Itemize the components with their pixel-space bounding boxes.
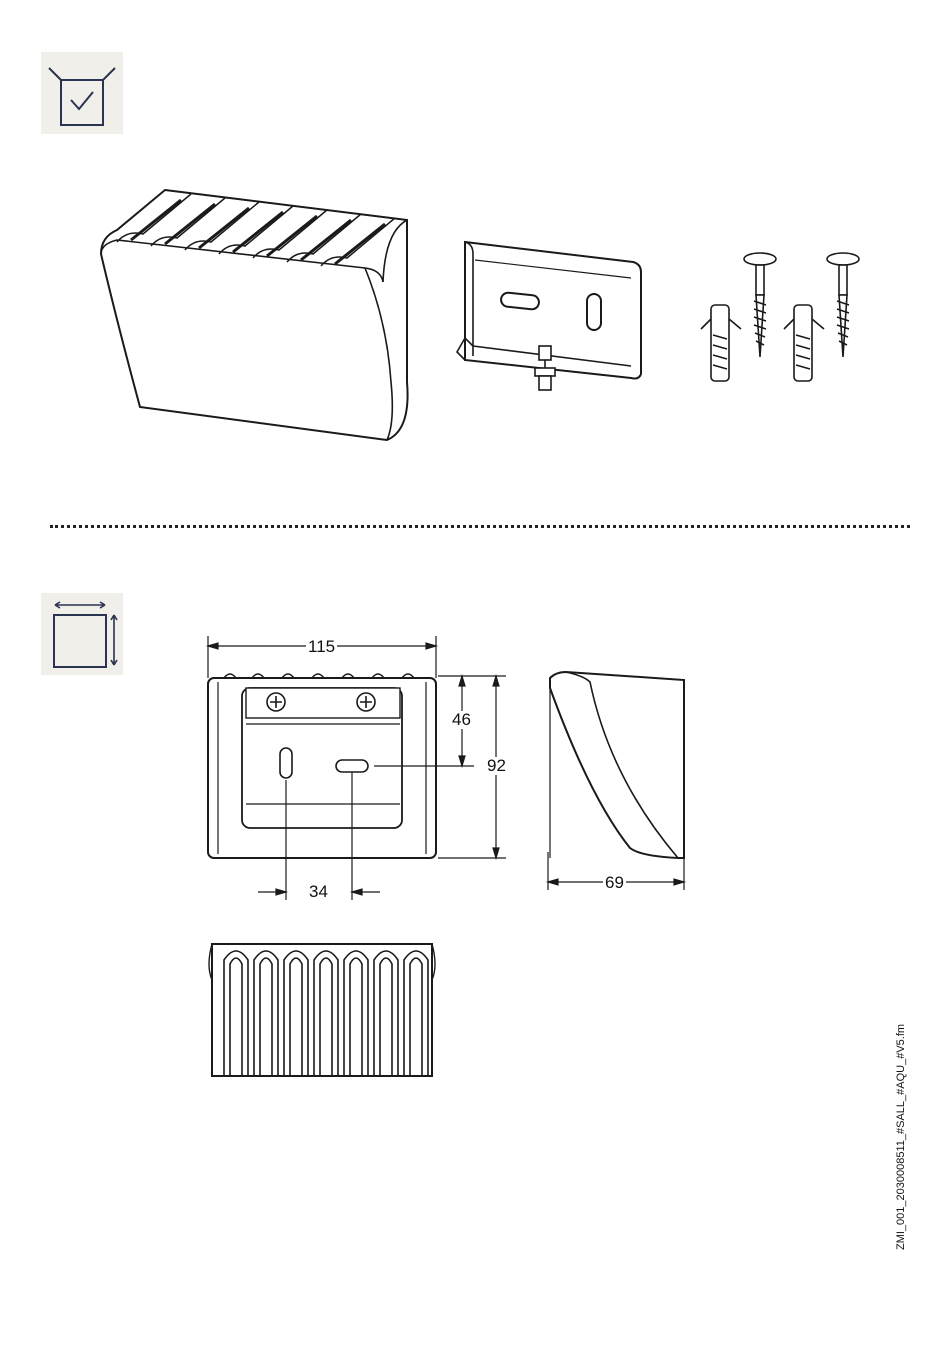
dimension-hole-spacing: 34	[307, 883, 330, 901]
dimension-height: 92	[485, 757, 508, 775]
dimension-width: 115	[306, 638, 337, 656]
top-view-drawing	[202, 936, 442, 1086]
section-divider	[50, 525, 910, 528]
screws-and-dowels	[697, 245, 867, 395]
soap-dish-perspective	[95, 182, 425, 452]
document-filename: ZMI_001_2030008511_#SALL_#AQU_#V5.fm	[895, 910, 907, 1250]
package-check-icon	[41, 52, 123, 134]
scope-icon-box	[41, 52, 123, 134]
dimension-bracket-top: 46	[450, 711, 473, 729]
dimensions-icon	[41, 593, 123, 675]
dimension-depth: 69	[603, 874, 626, 892]
mounting-bracket	[455, 238, 645, 398]
front-view-drawing	[190, 630, 510, 900]
dimensions-icon-box	[41, 593, 123, 675]
side-view-drawing	[540, 668, 700, 908]
